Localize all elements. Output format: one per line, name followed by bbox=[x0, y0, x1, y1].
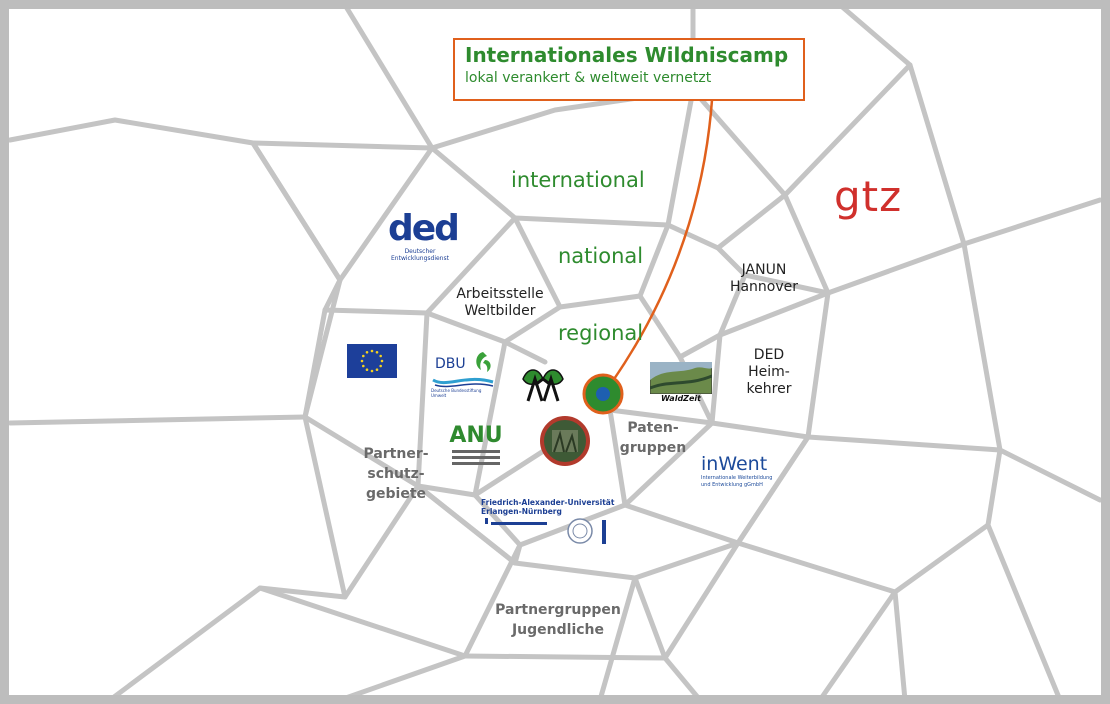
ring-label-international: international bbox=[511, 168, 645, 192]
label-partnergruppen-jugendliche: Partnergruppen Jugendliche bbox=[495, 602, 621, 638]
fau-logo-line-2: Erlangen-Nürnberg bbox=[481, 507, 562, 516]
fau-logo-line-1: Friedrich-Alexander-Universität bbox=[481, 498, 615, 507]
inwent-logo-subline-1: Internationale Weiterbildung bbox=[701, 475, 773, 481]
anu-subtitle-bars bbox=[452, 450, 500, 465]
anu-logo: ANU bbox=[446, 424, 506, 470]
label-partnerschutzgebiete: Partner- schutz- gebiete bbox=[363, 446, 429, 502]
title-subtitle: lokal verankert & weltweit vernetzt bbox=[465, 70, 712, 86]
gtz-logo: gtz bbox=[834, 172, 903, 221]
inwent-logo: inWent Internationale Weiterbildung und … bbox=[701, 453, 791, 489]
ded-logo-subline-2: Entwicklungsdienst bbox=[391, 255, 449, 262]
ded-logo: ded Deutscher Entwicklungsdienst bbox=[388, 208, 460, 263]
title-main: Internationales Wildniscamp bbox=[465, 43, 789, 67]
dbu-logo-subline: Deutsche Bundesstiftung Umwelt bbox=[431, 388, 482, 398]
anu-logo-word: ANU bbox=[449, 423, 503, 448]
label-ded-heimkehrer: DED Heim- kehrer bbox=[746, 347, 792, 397]
ded-logo-subline-1: Deutscher bbox=[404, 248, 436, 255]
label-arbeitsstelle-weltbilder: Arbeitsstelle Weltbilder bbox=[456, 286, 544, 319]
inwent-logo-word: inWent bbox=[701, 453, 768, 475]
inwent-logo-subline-2: und Entwicklung gGmbH bbox=[701, 482, 763, 488]
eu-flag-icon bbox=[347, 344, 397, 378]
dbu-leaf-icon bbox=[476, 352, 491, 372]
dbu-logo: DBU Deutsche Bundesstiftung Umwelt bbox=[431, 350, 495, 398]
waldzeit-logo-word: WaldZeit bbox=[661, 394, 701, 403]
ring-label-regional: regional bbox=[558, 321, 644, 345]
ded-logo-word: ded bbox=[388, 208, 460, 249]
partner-photo-icon bbox=[540, 416, 590, 466]
fau-seal-icon bbox=[485, 518, 606, 544]
waldzeit-logo: WaldZeit bbox=[649, 361, 713, 406]
label-janun-hannover: JANUN Hannover bbox=[729, 262, 799, 295]
connector-line bbox=[603, 99, 714, 393]
dbu-wave-icon bbox=[432, 377, 494, 388]
dbu-logo-word: DBU bbox=[435, 356, 466, 372]
wildniscamp-logo-icon bbox=[581, 372, 625, 416]
fau-logo: Friedrich-Alexander-Universität Erlangen… bbox=[481, 498, 615, 546]
ring-label-national: national bbox=[558, 244, 644, 268]
label-patengruppen: Paten- gruppen bbox=[619, 420, 687, 456]
waldzeit-landscape-icon bbox=[649, 361, 713, 395]
title-box: Internationales Wildniscamp lokal verank… bbox=[453, 38, 805, 101]
tree-logo-icon bbox=[518, 365, 568, 405]
